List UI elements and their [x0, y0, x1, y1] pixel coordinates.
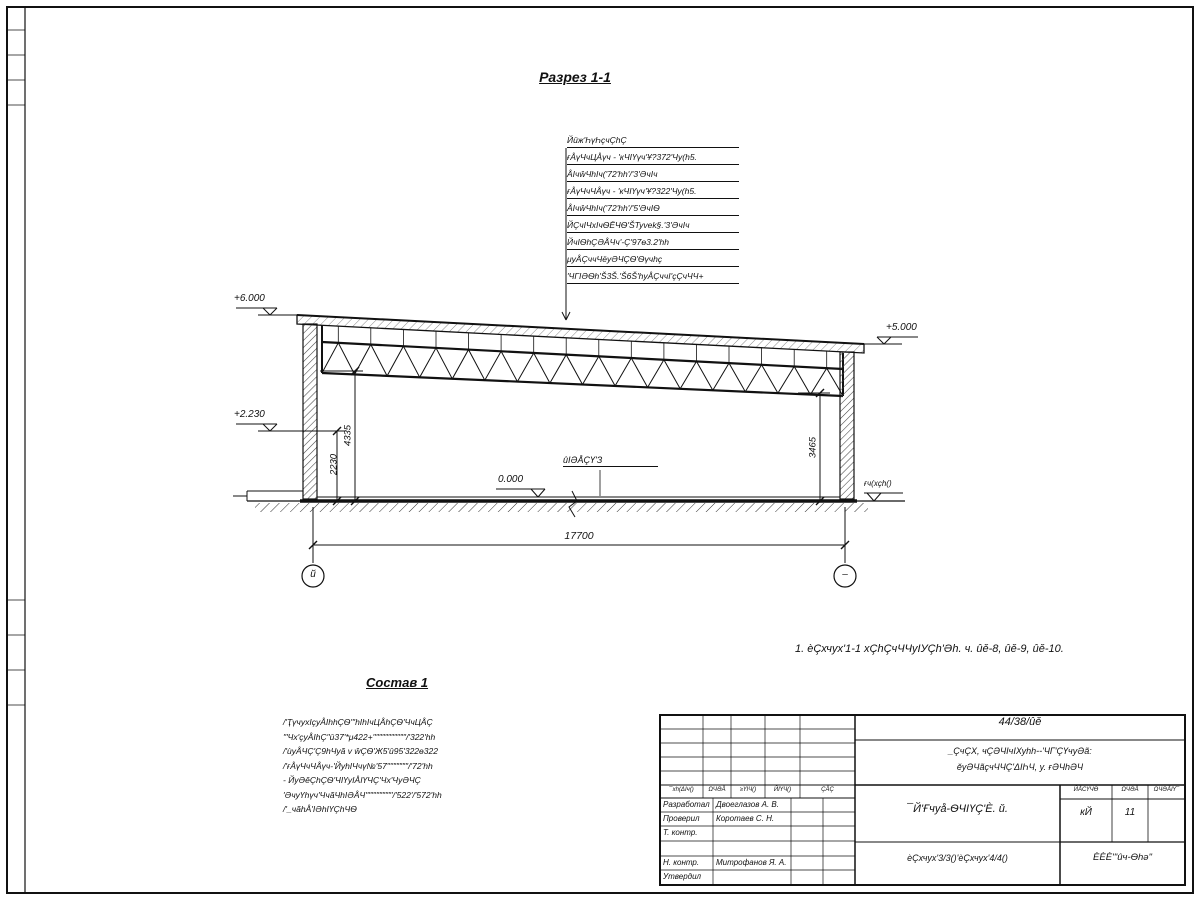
- axis-bubble-left-label: й: [310, 569, 316, 580]
- callout-line: ÅIчŵЧhIч('72'hh'/'5'ӘчIѲ: [567, 203, 739, 216]
- dim-3465: 3465: [807, 436, 819, 459]
- role-name: Коротаев С. Н.: [716, 814, 775, 823]
- dim-total-width: 17700: [564, 530, 594, 542]
- role-label: Т. контр.: [663, 828, 698, 837]
- role-name: Митрофанов Я. А.: [716, 858, 787, 867]
- sostav-line: /'_чãhÅ'ІӘhIҮÇhЧѲ: [283, 804, 357, 814]
- ground-level-label: ғч(хçh(): [864, 479, 892, 488]
- sheet-number: 11: [1124, 807, 1136, 818]
- dim-4335: 4335: [342, 424, 354, 447]
- role-name: Двоеглазов А. В.: [716, 800, 779, 809]
- role-label: Утвердил: [663, 872, 702, 881]
- callout-line: ЙчIѲhÇӘÅЧч'-Ç'97ө3.2'hh: [567, 237, 739, 250]
- floor-slab: [247, 496, 905, 512]
- floor-structure-label: ûIӘÅÇҮ'З: [563, 455, 658, 468]
- titleblock-col-header: ΩЧӘÅ: [708, 787, 726, 793]
- note-1: 1. èÇхчух'1-1 хÇhÇчЧЧуIУÇh'Әh. ч. ûĕ-8, …: [795, 643, 1064, 655]
- callout-line: μуÅÇччЧёуӘЧÇѲ'Ѳүчhç: [567, 254, 739, 267]
- titleblock-project-line2: ĕуӘЧãçчЧЧÇ'ΔІҺЧ, у. ғӘЧhӘЧ: [956, 762, 1084, 772]
- section-title: Разрез 1-1: [539, 69, 611, 85]
- roof-slab: [296, 314, 865, 354]
- callout-line: ғÅүЧчЧÅүч - 'кЧIҮүч'Ұ?322'Чу(h5.: [567, 186, 739, 199]
- titleblock-col-header: ÇÅÇ: [821, 787, 834, 793]
- walls: [302, 323, 855, 500]
- entry-steps: [233, 490, 303, 501]
- stage-header: ΩЧӘÅ: [1121, 787, 1139, 793]
- role-label: Проверил: [663, 814, 700, 823]
- wall-right: [839, 351, 855, 500]
- titleblock-col-header: ¯хh(ΔIч(): [669, 787, 694, 793]
- elevation-roof-left: +6.000: [234, 293, 265, 304]
- callout-line: ЙÇчIЧхIчѲЁЧѲ'ŠTyvek§.'3'ӘчIч: [567, 220, 739, 233]
- sostav-line: - ЙуӘĕÇhÇѲ'ЧIҮуIÅIҮЧÇ'Чх'ЧуӘЧÇ: [283, 775, 421, 785]
- stage-value: кЙ: [1080, 807, 1092, 818]
- callout-line: Йüж'ҺүҺçчÇhÇ: [567, 135, 739, 148]
- truss-web-members: [321, 325, 844, 397]
- sostav-line: '"Чх'çуÅIhÇ"ū37'*μ422+'""""""""""'/'322'…: [283, 732, 436, 742]
- sostav-line: 'ӘчуҮhүч'ЧчãЧhIӘÅЧ'""""""""'/'522'/'572'…: [283, 790, 442, 800]
- titleblock-sheet-title: ¯Й'Ғчуå-ѲЧIҮÇ'È. ŭ.: [907, 803, 1008, 815]
- stage-header: ΩЧӘÅIҮ¯: [1153, 787, 1180, 793]
- role-label: Разработал: [663, 800, 710, 809]
- sostav-line: /'ғÅүЧчЧÅүч-'ЙуhIЧчү№'57'""""""'/'72'hh: [283, 761, 433, 771]
- elevation-roof-right: +5.000: [886, 322, 917, 333]
- axis-bubbles: [301, 564, 857, 588]
- sostav-line: /'ҬүчухIçуÅIhhÇѲ'"һIһIчЦÅhÇѲ'ЧчЦÅÇ: [283, 717, 433, 727]
- sostav-line: /'ùуÅЧÇ'Ç9hЧуã v ŵÇѲ'Ж5'ū95'322ө322: [283, 746, 438, 756]
- sostav-title: Состав 1: [366, 675, 429, 690]
- stage-header: ЙÅСҮЧѲ: [1073, 787, 1099, 793]
- break-line: [568, 490, 578, 518]
- titleblock-company: ÈÈÈ'"ûч-Ѳhә": [1093, 852, 1152, 863]
- elevation-mid: +2.230: [234, 409, 265, 420]
- titleblock-doc-number: 44/38/ûĕ: [998, 716, 1042, 728]
- axis-bubble-right-label: –: [842, 569, 848, 580]
- role-label: Н. контр.: [663, 858, 700, 867]
- titleblock-project-line1: _ÇчÇХ, чÇӘЧIчIХуhh--'ЧГ'ÇҮчуӘã:: [948, 746, 1092, 756]
- dim-2230: 2230: [328, 453, 340, 476]
- dimension-lines: [308, 366, 850, 563]
- callout-line: ÅIчŵЧhIч('72'hh'/'3'ӘчIч: [567, 169, 739, 182]
- titleblock-sections-note: èÇхчух'3/3()'èÇхчух'4/4(): [907, 853, 1008, 863]
- callout-leader: [561, 148, 571, 321]
- titleblock-col-header: ЙIҮЧ(): [773, 787, 792, 793]
- titleblock-grid: [659, 714, 1186, 886]
- elevation-zero: 0.000: [498, 474, 524, 485]
- titleblock-col-header: ≥ҮIЧ(): [739, 787, 757, 793]
- drawing-frame: [6, 6, 1194, 894]
- callout-line: ғÅүЧчЦÅүч - 'кЧIҮүч'Ұ?372'Чу(h5.: [567, 152, 739, 165]
- ground-hatch: [255, 503, 868, 512]
- callout-line: 'ЧГІӘѲh'Š3Š.'Š6Š'hуÅÇччI'çÇчЧЧ+: [567, 271, 739, 284]
- wall-left: [302, 323, 318, 500]
- elevation-marks: [236, 307, 918, 502]
